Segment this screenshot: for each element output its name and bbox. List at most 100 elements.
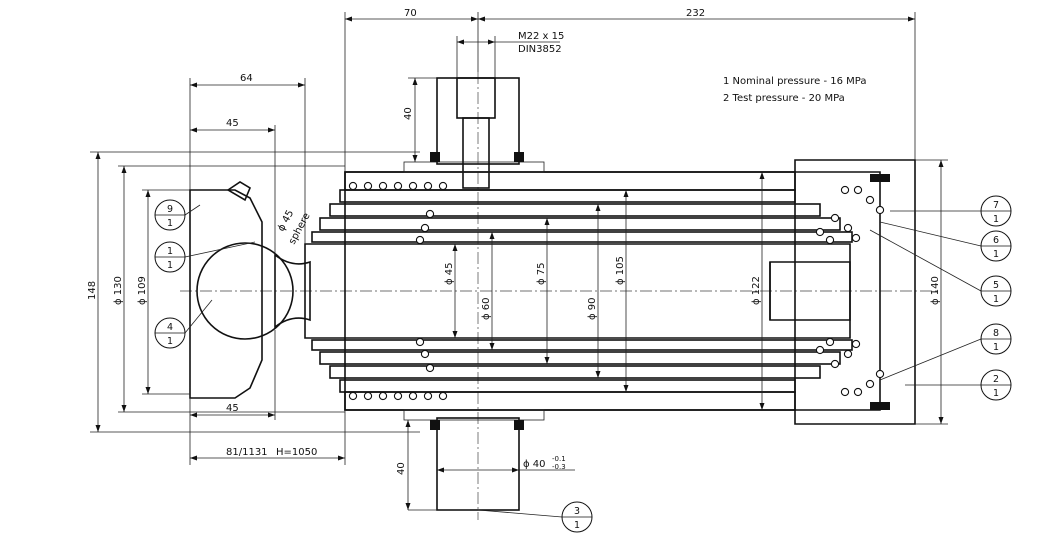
balloon-item-2: 21 <box>905 369 1012 401</box>
balloon-quantity: 1 <box>993 214 999 225</box>
balloon-item-1: 11 <box>154 241 256 273</box>
trunnion-block <box>403 77 545 511</box>
seal-ring <box>378 181 388 191</box>
end-cap <box>794 159 916 425</box>
balloon-leader <box>184 241 256 258</box>
seal-ring <box>865 195 875 205</box>
dia-90: ϕ 90 <box>587 298 598 321</box>
dim-64: 64 <box>240 73 253 84</box>
seal-ring <box>843 349 853 359</box>
balloon-quantity: 1 <box>993 249 999 260</box>
seal-ring <box>363 391 373 401</box>
balloon-leader <box>879 221 982 247</box>
dim-45-top: 45 <box>226 118 239 129</box>
dim-40-top: 40 <box>403 107 414 120</box>
balloon-item-number: 3 <box>574 506 580 517</box>
balloon-item-8: 81 <box>879 323 1012 381</box>
seal-ring <box>843 223 853 233</box>
seal-ring <box>425 363 435 373</box>
seal-ring <box>393 391 403 401</box>
balloon-item-3: 31 <box>477 501 593 533</box>
dim-40-bottom: 40 <box>396 462 407 475</box>
balloon-item-6: 61 <box>879 221 1012 262</box>
balloon-item-number: 8 <box>993 328 999 339</box>
balloon-quantity: 1 <box>993 342 999 353</box>
balloon-item-number: 2 <box>993 374 999 385</box>
seal-ring <box>875 205 885 215</box>
balloon-quantity: 1 <box>574 520 580 531</box>
balloon-leader <box>184 204 201 216</box>
balloon-item-5: 51 <box>869 229 1012 307</box>
seal-ring <box>815 227 825 237</box>
seal-ring <box>408 391 418 401</box>
dia-122: ϕ 122 <box>751 276 762 305</box>
dia-130: ϕ 130 <box>113 276 124 305</box>
seal-ring <box>438 391 448 401</box>
seal-ring <box>830 213 840 223</box>
seal-ring <box>840 387 850 397</box>
dia-109: ϕ 109 <box>137 276 148 305</box>
note-test-pressure: 2 Test pressure - 20 MPa <box>723 93 845 104</box>
dia-105: ϕ 105 <box>615 256 626 285</box>
pin-dia: ϕ 40 <box>523 459 546 470</box>
balloon-leader <box>477 509 563 518</box>
dim-70: 70 <box>404 8 417 19</box>
dim-stroke-left: 81/1131 <box>226 447 268 458</box>
seal-ring <box>348 391 358 401</box>
pin-tol-lower: -0.3 <box>552 463 566 471</box>
dia-60: ϕ 60 <box>481 298 492 321</box>
seal-ring <box>438 181 448 191</box>
seal-ring <box>825 235 835 245</box>
balloon-item-number: 6 <box>993 235 999 246</box>
pin-tol-upper: -0.1 <box>552 455 566 463</box>
seal-ring <box>851 339 861 349</box>
balloon-quantity: 1 <box>167 260 173 271</box>
balloon-item-9: 91 <box>154 199 201 231</box>
seal-ring <box>348 181 358 191</box>
seal-ring <box>840 185 850 195</box>
balloon-quantity: 1 <box>167 336 173 347</box>
seal-ring <box>423 181 433 191</box>
seal-ring <box>415 337 425 347</box>
dia-75: ϕ 75 <box>536 263 547 286</box>
balloon-leader <box>184 299 213 334</box>
balloon-item-number: 5 <box>993 280 999 291</box>
seal-ring <box>853 185 863 195</box>
balloon-quantity: 1 <box>993 294 999 305</box>
balloon-item-number: 1 <box>167 246 173 257</box>
dimension-lines <box>90 12 948 511</box>
seal-ring <box>825 337 835 347</box>
balloon-item-4: 41 <box>154 299 213 349</box>
seal-ring <box>425 209 435 219</box>
ball-head <box>189 181 311 399</box>
balloon-leader <box>879 338 982 381</box>
seal-ring <box>420 223 430 233</box>
seal-ring <box>423 391 433 401</box>
dim-stroke-right: H=1050 <box>276 447 317 458</box>
seal-ring <box>393 181 403 191</box>
thread-size-label: M22 x 15 <box>518 31 564 42</box>
balloon-quantity: 1 <box>167 218 173 229</box>
dia-140: ϕ 140 <box>930 276 941 305</box>
seal-rings <box>348 181 885 401</box>
seal-ring <box>815 345 825 355</box>
note-nominal-pressure: 1 Nominal pressure - 16 MPa <box>723 76 866 87</box>
balloon-item-number: 7 <box>993 200 999 211</box>
seal-ring <box>865 379 875 389</box>
dim-45-bottom: 45 <box>226 403 239 414</box>
seal-ring <box>851 233 861 243</box>
balloon-item-number: 9 <box>167 204 173 215</box>
seal-ring <box>420 349 430 359</box>
seal-ring <box>363 181 373 191</box>
seal-ring <box>378 391 388 401</box>
seal-ring <box>415 235 425 245</box>
seal-ring <box>875 369 885 379</box>
seal-ring <box>830 359 840 369</box>
seal-ring <box>853 387 863 397</box>
balloon-item-7: 71 <box>890 195 1012 227</box>
balloon-quantity: 1 <box>993 388 999 399</box>
dim-232: 232 <box>686 8 705 19</box>
balloon-item-number: 4 <box>167 322 173 333</box>
